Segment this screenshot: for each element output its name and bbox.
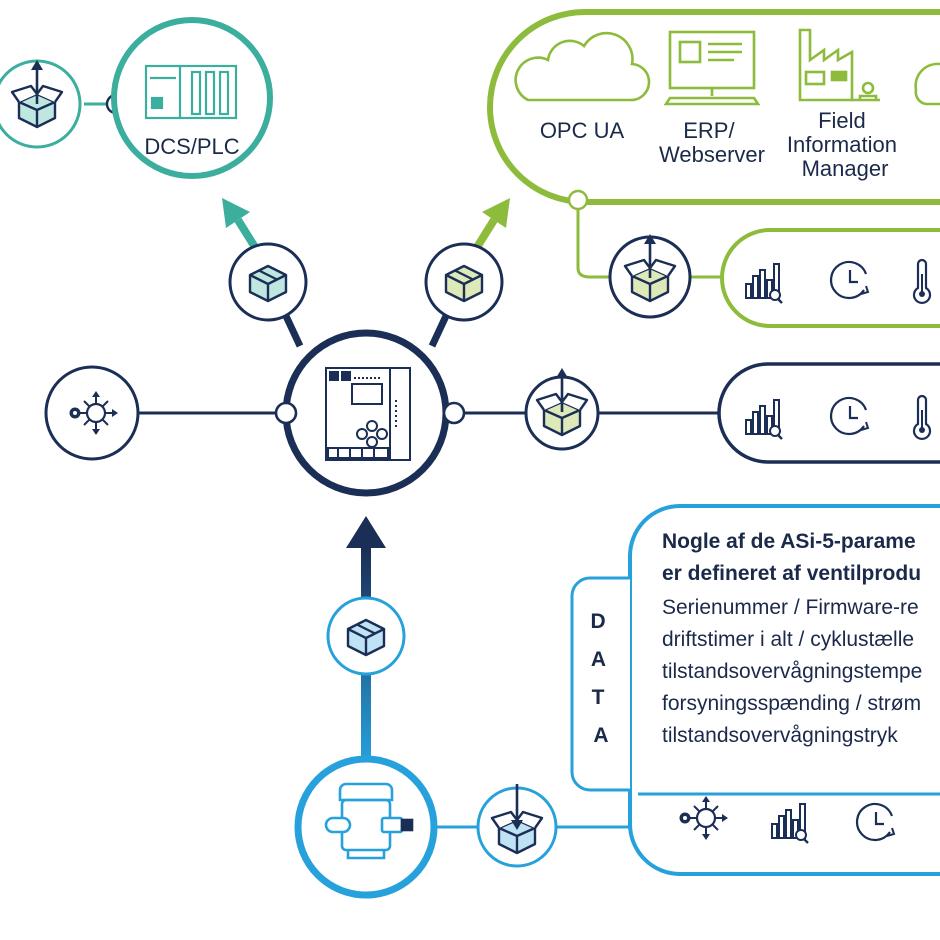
arrow-up-to-controller xyxy=(346,516,386,548)
opc-ua-label: OPC UA xyxy=(540,118,625,143)
params-list: Serienummer / Firmware-re driftstimer i … xyxy=(662,596,928,747)
factory-icon xyxy=(798,28,880,102)
link-cloud-params xyxy=(576,200,610,279)
navy-parameters-panel xyxy=(717,362,940,464)
package-icon xyxy=(248,264,288,303)
package-icon xyxy=(346,618,386,657)
cloud-icon-partial xyxy=(914,62,940,106)
plc-label: DCS/PLC xyxy=(144,134,239,159)
package-node-to-cloud xyxy=(424,242,504,322)
green-parameters-panel xyxy=(720,228,940,328)
asi5-parameters-panel: D A T A Nogle af de ASi-5-parame er defi… xyxy=(570,504,940,876)
plc-rack-icon xyxy=(144,64,238,120)
link-controller-cloud-lower xyxy=(428,314,450,348)
cloud-icon xyxy=(514,31,651,102)
valve-node[interactable] xyxy=(294,755,438,899)
params-title: Nogle af de ASi-5-parame er defineret af… xyxy=(662,530,921,585)
connector-dot xyxy=(274,401,298,425)
package-icon xyxy=(444,264,484,303)
field-information-manager-item[interactable]: Field Information Manager xyxy=(787,28,903,181)
erp-webserver-item[interactable]: ERP/ Webserver xyxy=(659,30,765,167)
connector-dot xyxy=(442,401,466,425)
valve-icon xyxy=(324,782,414,860)
arrow-to-cloud xyxy=(470,198,510,255)
navy-upload-box-node xyxy=(524,366,600,451)
fim-label: Field Information Manager xyxy=(787,108,903,181)
erp-label: ERP/ Webserver xyxy=(659,118,765,167)
connector-dot xyxy=(567,189,589,211)
data-tab-label: D A T A xyxy=(590,610,611,747)
upload-box-node xyxy=(0,58,82,149)
blue-download-box-node xyxy=(476,782,558,868)
link-controller-plc-lower xyxy=(282,314,304,348)
computer-icon xyxy=(663,30,761,106)
data-side-tab xyxy=(570,576,630,792)
controller-node[interactable] xyxy=(282,329,450,497)
package-node-to-plc xyxy=(228,242,308,322)
package-node-from-valve xyxy=(326,596,406,676)
green-upload-box-node xyxy=(608,232,692,319)
arrow-to-plc xyxy=(222,198,262,255)
settings-node[interactable] xyxy=(44,365,140,461)
cloud-services-panel: OPC UA ERP/ Webserver xyxy=(487,9,940,205)
opc-ua-item[interactable]: OPC UA xyxy=(514,31,651,143)
plc-node[interactable]: DCS/PLC xyxy=(111,17,273,179)
controller-module-icon xyxy=(325,367,411,461)
upload-box-icon xyxy=(535,366,589,437)
